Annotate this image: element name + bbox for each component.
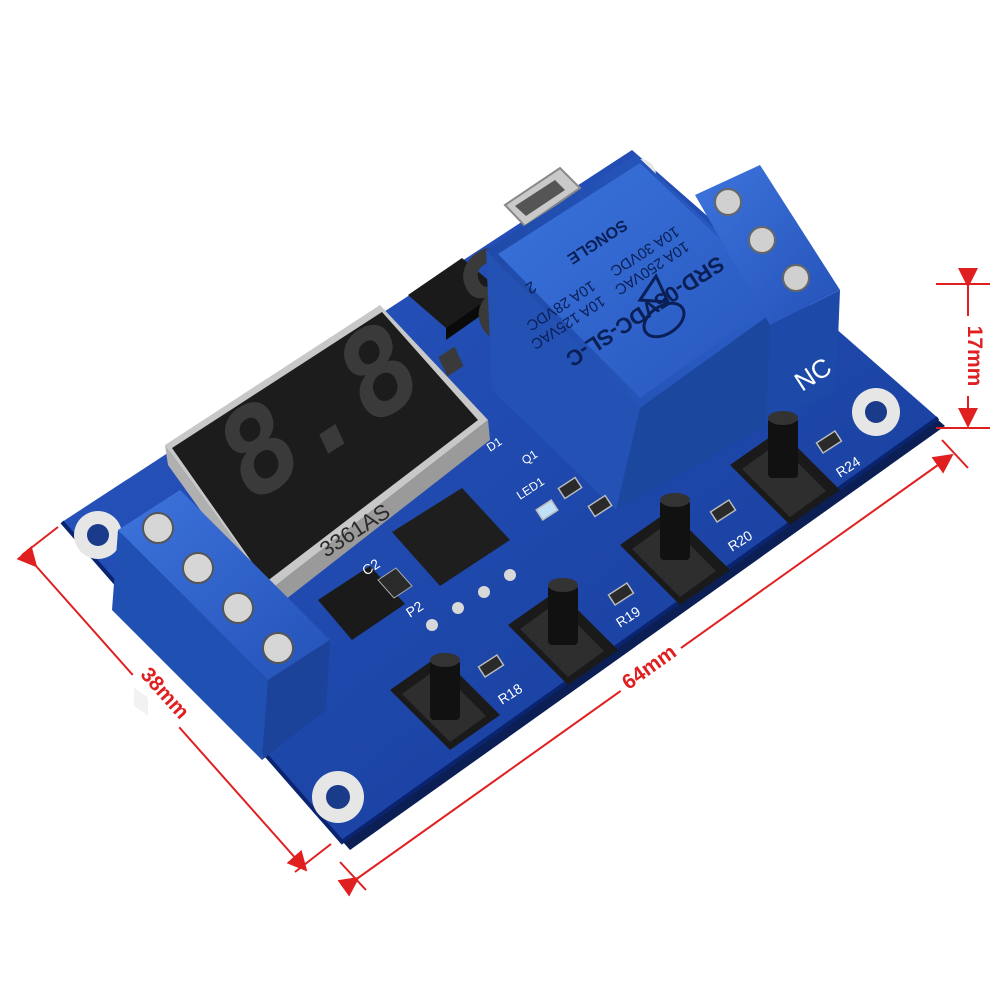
dimension-depth: 38mm — [16, 526, 332, 873]
dimension-width: 64mm — [337, 439, 969, 897]
micro-usb-port — [503, 166, 582, 228]
relay: SRD-05VDC-SL-C 10A 250VAC 10A 30VDC 10A … — [486, 155, 790, 510]
relay-terminal-block — [695, 165, 840, 425]
certification-logo — [637, 272, 686, 339]
mounting-hole-bottom — [312, 771, 364, 823]
mounting-hole-right — [852, 388, 900, 436]
dimension-height: 17mm — [936, 268, 990, 429]
dimension-height-label: 17mm — [963, 326, 986, 387]
voltage-regulator — [408, 258, 500, 340]
mounting-hole-left — [74, 511, 122, 559]
